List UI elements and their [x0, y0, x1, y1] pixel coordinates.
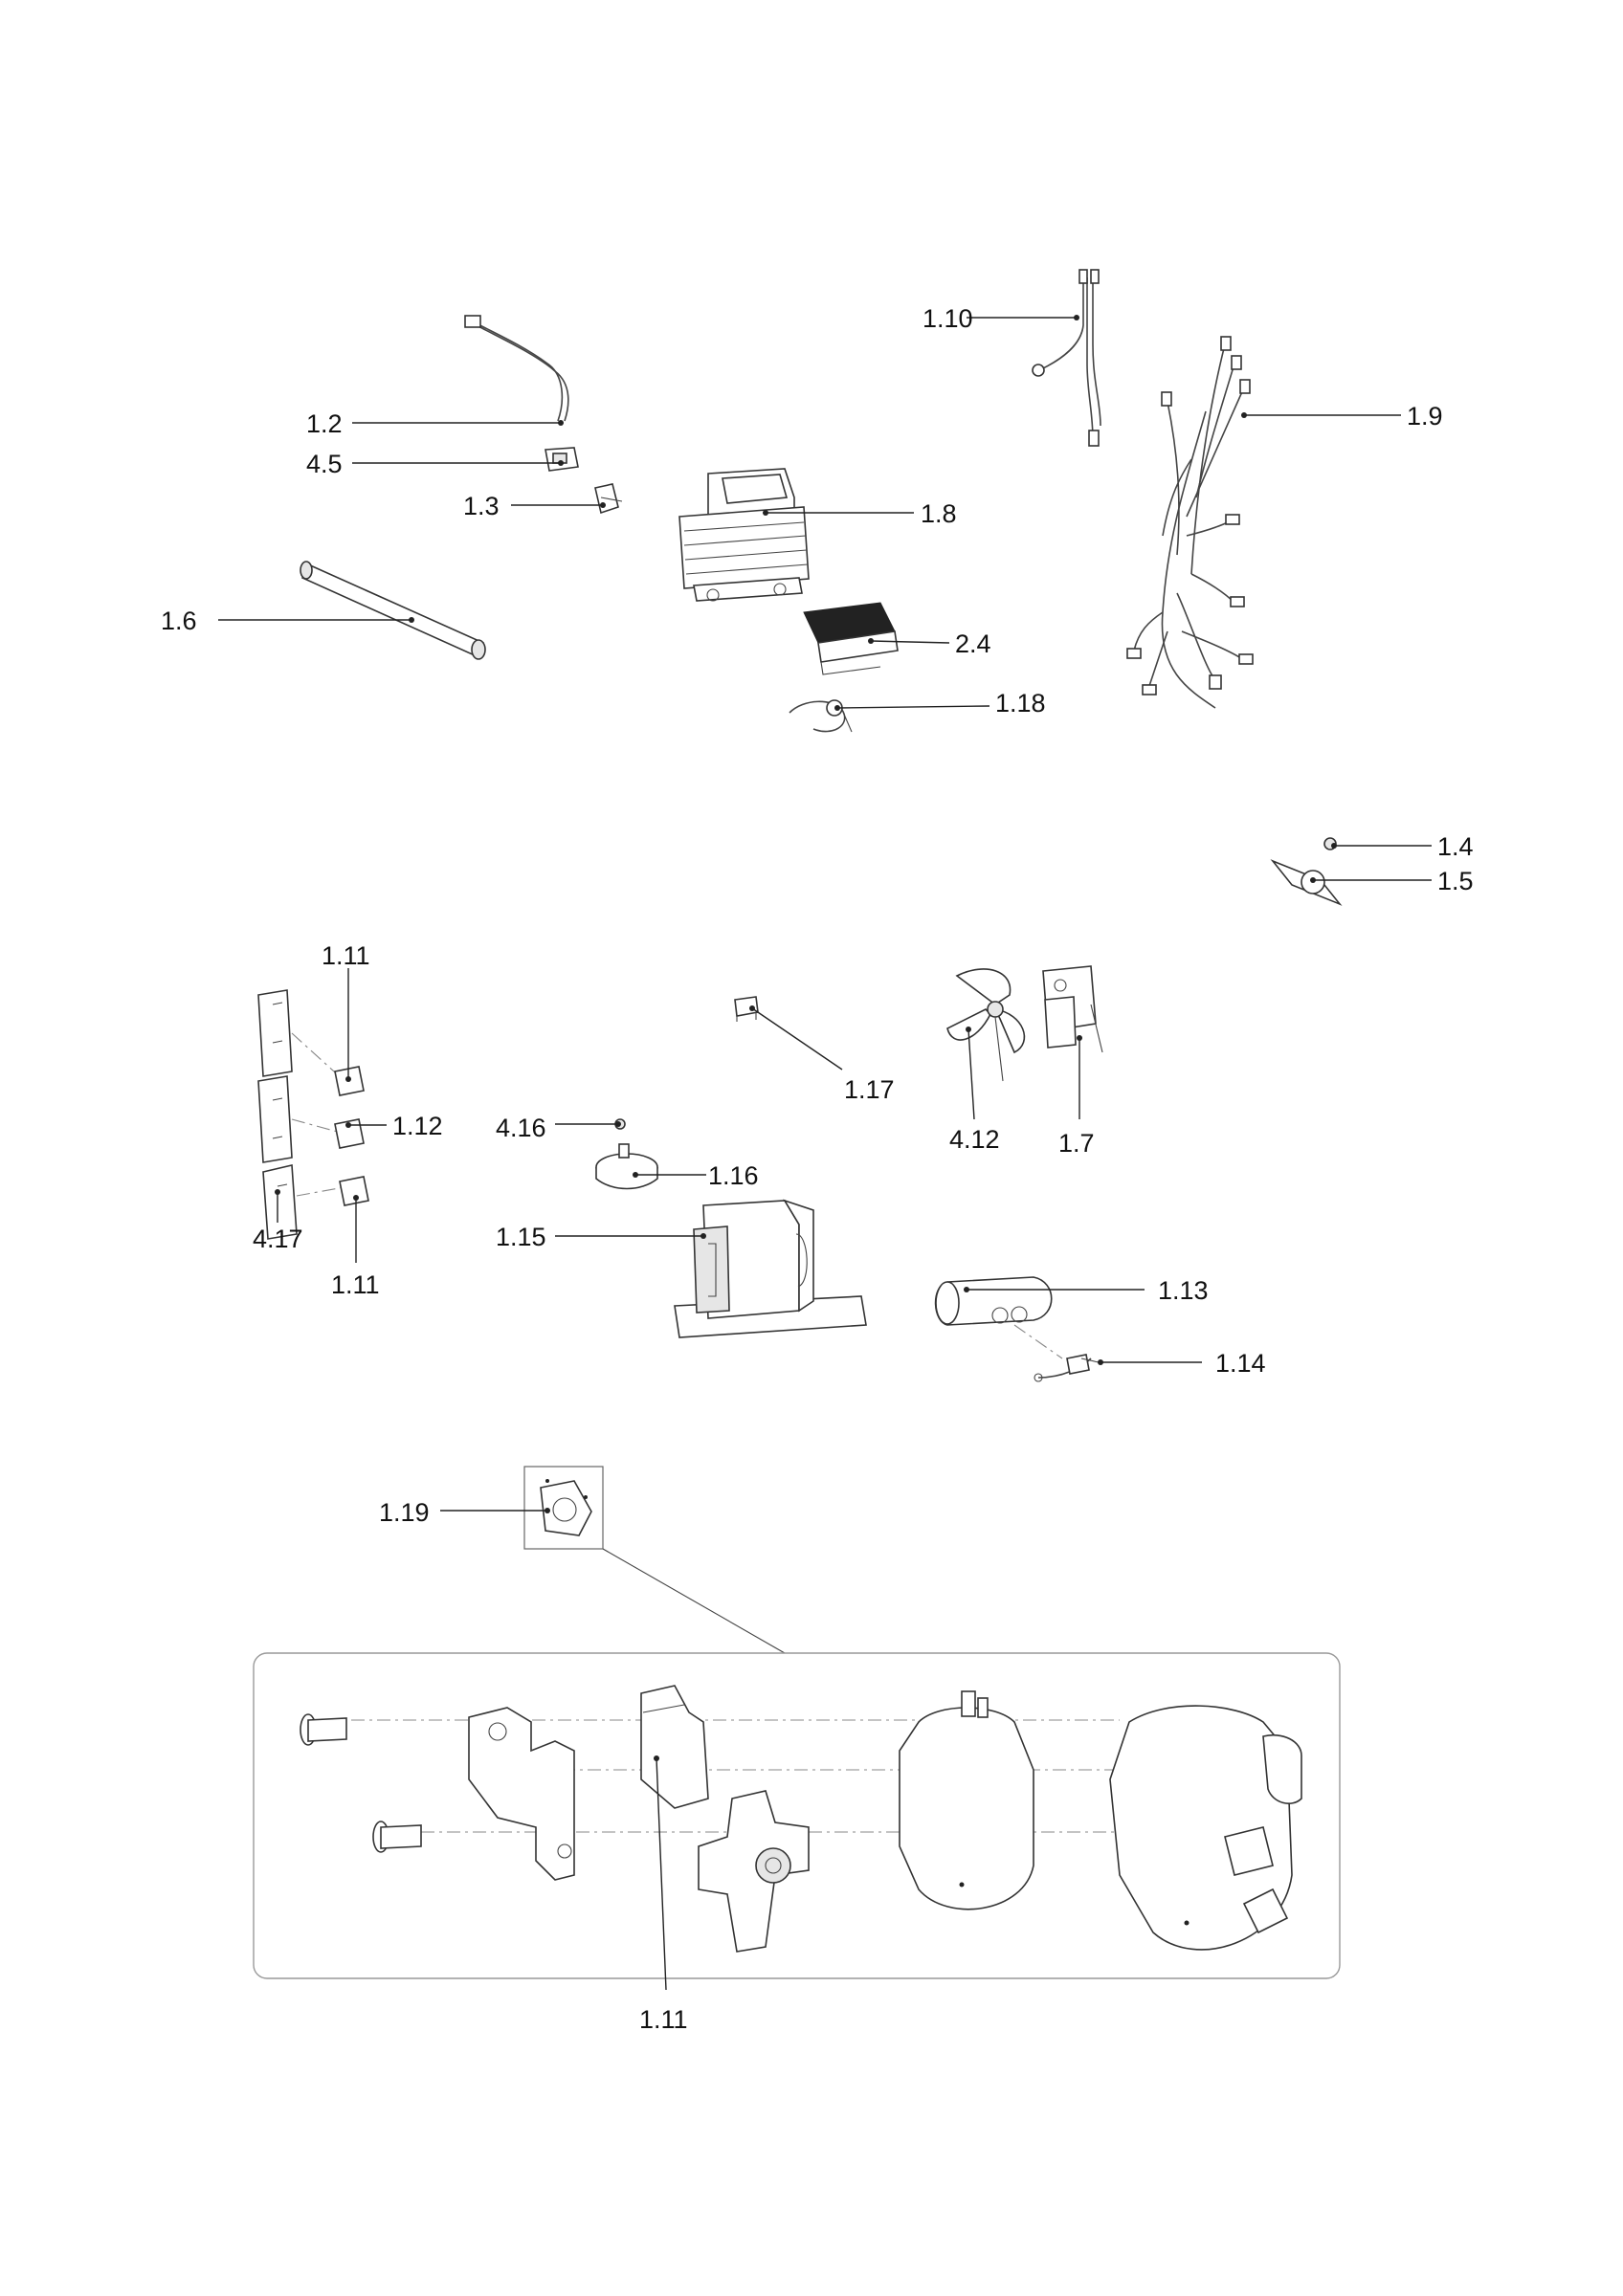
callout-1-2: 1.2: [306, 409, 343, 438]
callout-1-5: 1.5: [1437, 867, 1474, 895]
door-switch-assembly-icon: [257, 989, 369, 1240]
callout-1-13: 1.13: [1158, 1276, 1209, 1305]
callout-1-12: 1.12: [392, 1112, 443, 1140]
callout-1-6: 1.6: [161, 607, 197, 635]
callout-1-11-detail: 1.11: [639, 2005, 688, 2034]
lamp-icon: [1270, 837, 1343, 906]
callout-labels: 1.2 4.5 1.3 1.6 1.8 2.4 1.18 1.10 1.9 1.…: [161, 304, 1474, 2034]
small-bracket-icon: [594, 483, 623, 515]
callout-1-17: 1.17: [844, 1075, 895, 1104]
thermostat-icon: [789, 699, 853, 733]
callout-1-7: 1.7: [1058, 1129, 1095, 1158]
callout-1-4: 1.4: [1437, 832, 1474, 861]
callout-1-14: 1.14: [1215, 1349, 1266, 1378]
callout-1-3: 1.3: [463, 492, 500, 520]
callout-4-16: 4.16: [496, 1114, 546, 1142]
callout-4-5: 4.5: [306, 450, 343, 478]
leader-lines: [218, 315, 1432, 1991]
timer-motor-icon: [523, 1466, 786, 1654]
callout-4-17: 4.17: [253, 1225, 303, 1253]
heat-sink-icon: [803, 602, 899, 675]
capacitor-icon: [934, 1276, 1053, 1326]
wiring-harness-icon: [1126, 336, 1254, 709]
callout-1-11-top: 1.11: [322, 941, 370, 970]
callout-1-18: 1.18: [995, 689, 1046, 718]
cable-icon: [1032, 269, 1101, 447]
callout-1-11-bottom: 1.11: [331, 1270, 380, 1299]
callout-4-12: 4.12: [949, 1125, 1000, 1154]
callout-2-4: 2.4: [955, 629, 991, 658]
callout-1-10: 1.10: [923, 304, 973, 333]
magnetron-icon: [678, 468, 810, 602]
thermal-fuse-wire-icon: [464, 315, 569, 422]
fan-motor-icon: [1042, 965, 1103, 1053]
fan-blade-icon: [946, 968, 1026, 1082]
callout-1-16: 1.16: [708, 1161, 759, 1190]
diode-icon: [1013, 1324, 1100, 1382]
turntable-motor-icon: [595, 1143, 658, 1190]
transformer-icon: [674, 1199, 867, 1338]
callout-1-15: 1.15: [496, 1223, 546, 1251]
fuse-holder-icon: [545, 447, 579, 472]
callout-1-9: 1.9: [1407, 402, 1443, 430]
callout-1-8: 1.8: [921, 499, 957, 528]
heater-tube-icon: [300, 561, 486, 660]
detail-panel: [253, 1652, 1341, 1979]
callout-1-19: 1.19: [379, 1498, 430, 1527]
